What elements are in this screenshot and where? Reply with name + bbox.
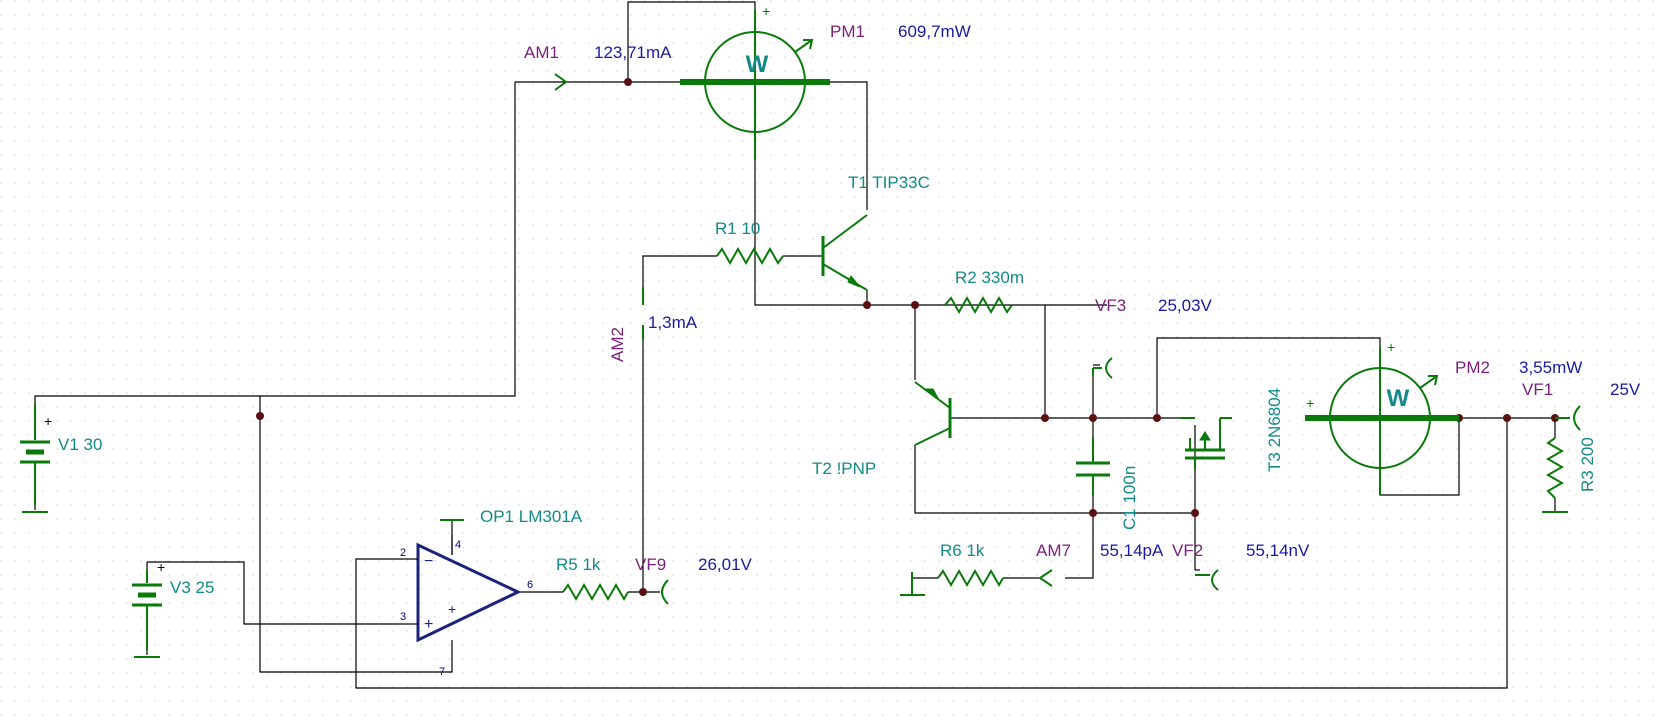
wattmeter-pm1[interactable]: W + xyxy=(680,3,830,160)
mosfet-t3[interactable] xyxy=(1180,417,1232,470)
vf3-reading: 25,03V xyxy=(1158,296,1213,315)
resistor-r3[interactable] xyxy=(1542,437,1568,513)
wattmeter-pm2[interactable]: W + + xyxy=(1305,339,1459,495)
resistor-r2[interactable] xyxy=(944,295,1013,315)
op1-pin-6: 6 xyxy=(527,579,533,591)
pm1-reading: 609,7mW xyxy=(898,22,971,41)
ammeter-am7[interactable] xyxy=(1038,569,1053,587)
r2-label: R2 330m xyxy=(955,268,1024,287)
r6-label: R6 1k xyxy=(940,541,985,560)
op1-pin-7: 7 xyxy=(439,666,445,678)
r1-label: R1 10 xyxy=(715,219,760,238)
op1-pin-4: 4 xyxy=(455,539,461,551)
am1-reading: 123,71mA xyxy=(594,43,672,62)
voltmeter-vf9[interactable] xyxy=(661,579,669,605)
vf2-label: VF2 xyxy=(1172,541,1203,560)
opamp-op1[interactable]: − + + 2 3 4 6 7 xyxy=(400,519,533,678)
pm2-label: PM2 xyxy=(1455,358,1490,377)
am7-reading: 55,14pA xyxy=(1100,541,1164,560)
op1-minus-sign: − xyxy=(424,553,433,570)
vf9-label: VF9 xyxy=(635,555,666,574)
battery-v3[interactable]: + xyxy=(132,559,165,658)
vf1-reading: 25V xyxy=(1610,380,1641,399)
resistor-r6[interactable] xyxy=(900,568,1004,596)
pm1-label: PM1 xyxy=(830,22,865,41)
vf2-reading: 55,14nV xyxy=(1246,541,1310,560)
r3-label: R3 200 xyxy=(1578,437,1597,492)
voltmeter-vf3[interactable] xyxy=(1092,357,1113,379)
vf3-label: VF3 xyxy=(1095,296,1126,315)
am7-label: AM7 xyxy=(1036,541,1071,560)
capacitor-c1[interactable] xyxy=(1076,437,1110,495)
am2-label: AM2 xyxy=(608,327,627,362)
resistor-r5[interactable] xyxy=(562,582,629,602)
op1-pin-3: 3 xyxy=(400,611,406,623)
am2-reading: 1,3mA xyxy=(648,313,698,332)
v1-plus-sign: + xyxy=(44,413,52,429)
op1-label: OP1 LM301A xyxy=(480,507,583,526)
r5-label: R5 1k xyxy=(556,555,601,574)
vf1-label: VF1 xyxy=(1522,380,1553,399)
pm2-w-glyph: W xyxy=(1387,385,1410,412)
pm1-w-glyph: W xyxy=(746,51,769,78)
voltmeter-vf2[interactable] xyxy=(1195,569,1219,591)
am1-label: AM1 xyxy=(524,43,559,62)
c1-label: C1 100n xyxy=(1120,466,1139,530)
transistor-t2[interactable] xyxy=(914,381,952,446)
v1-label: V1 30 xyxy=(58,435,102,454)
t1-label: T1 TIP33C xyxy=(848,173,930,192)
v3-plus-sign: + xyxy=(157,559,165,575)
v3-label: V3 25 xyxy=(170,578,214,597)
op1-pin-2: 2 xyxy=(400,547,406,559)
t2-label: T2 !PNP xyxy=(812,459,876,478)
voltmeter-vf1[interactable] xyxy=(1555,405,1581,431)
pm2-plus-top: + xyxy=(1387,339,1395,355)
pm1-plus-sign: + xyxy=(762,3,770,19)
pm2-plus-left: + xyxy=(1306,395,1314,411)
t3-label: T3 2N6804 xyxy=(1265,388,1284,472)
vf9-reading: 26,01V xyxy=(698,555,753,574)
op1-plus-sign-in: + xyxy=(424,616,433,633)
op1-plus-sign-supply: + xyxy=(448,601,456,617)
ammeter-am1[interactable] xyxy=(554,73,568,91)
pm2-reading: 3,55mW xyxy=(1519,358,1582,377)
transistor-t1[interactable] xyxy=(821,214,868,291)
resistor-r1[interactable] xyxy=(716,246,784,266)
battery-v1[interactable]: + xyxy=(20,404,52,513)
